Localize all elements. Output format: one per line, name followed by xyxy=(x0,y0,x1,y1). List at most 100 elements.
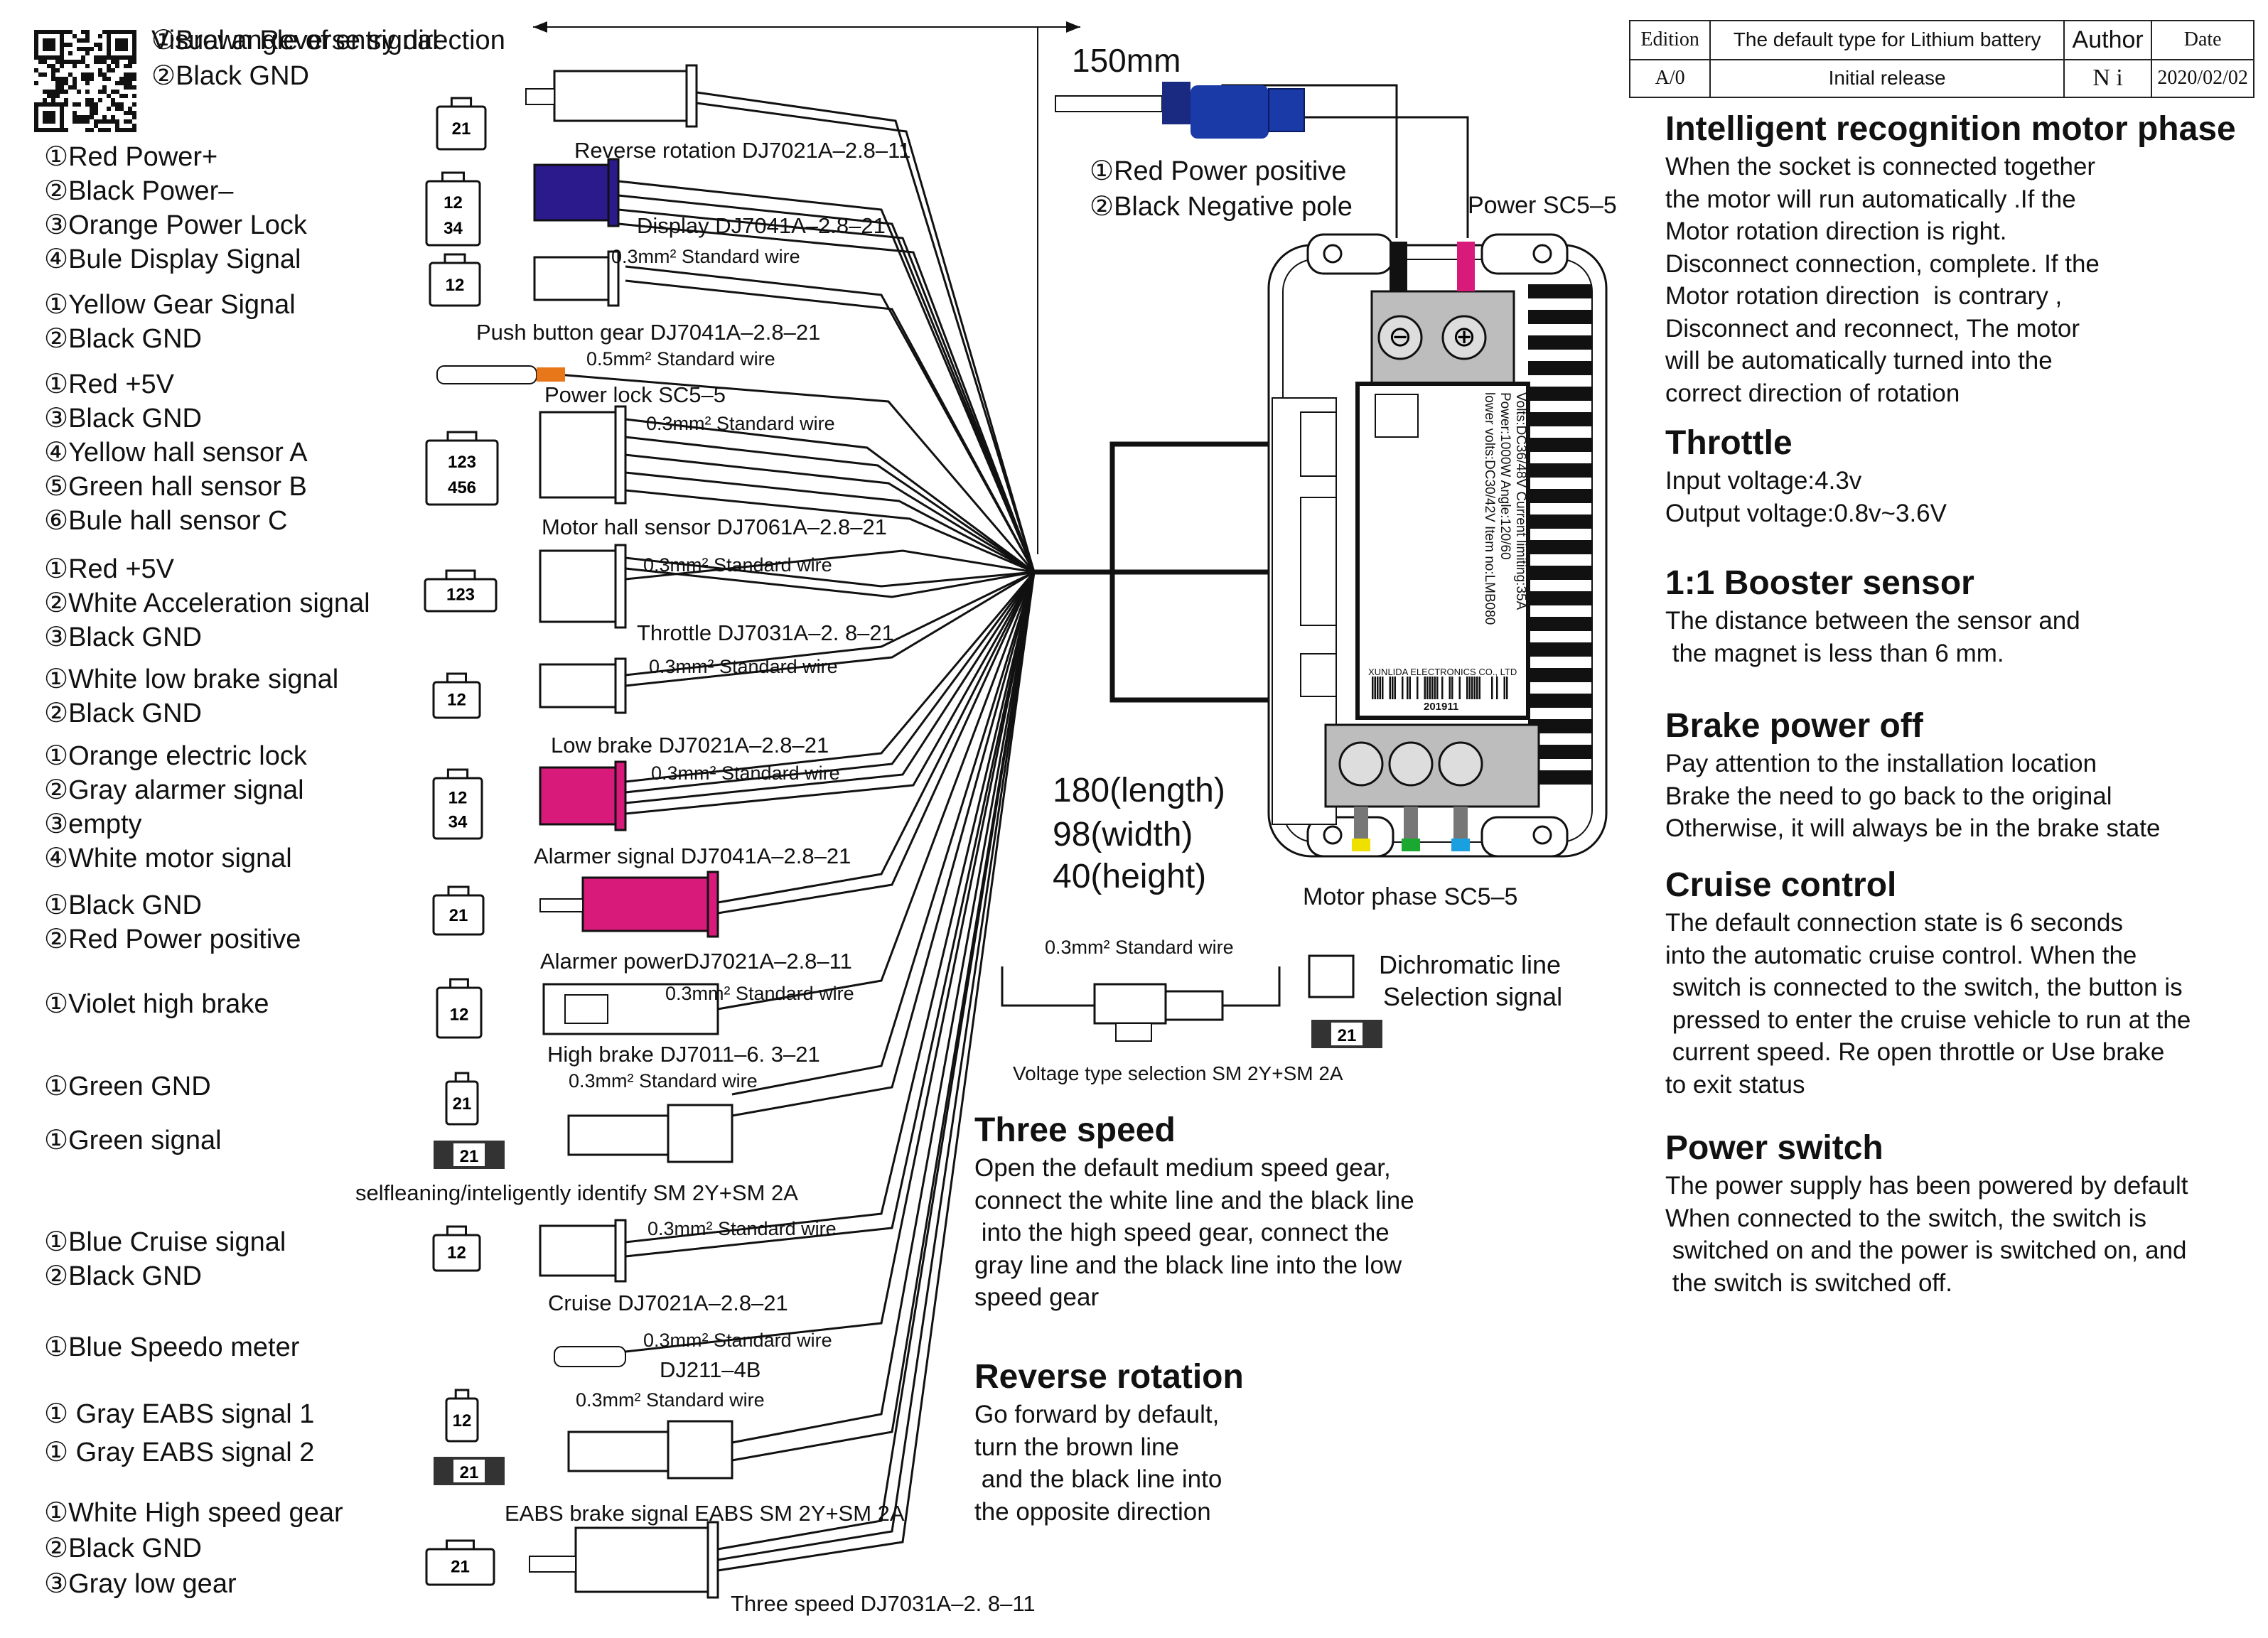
power-connector xyxy=(1055,82,1469,238)
note-line: Open the default medium speed gear, xyxy=(974,1154,1391,1182)
dim-width: 98(width) xyxy=(1053,816,1193,853)
connector-label: Low brake DJ7021A–2.8–21 xyxy=(551,733,829,758)
barcode-bar xyxy=(1372,677,1374,699)
spec-line: Power:1000W Angle:120/60 xyxy=(1498,392,1512,560)
eabs-connector xyxy=(567,1430,670,1472)
note-title: Reverse rotation xyxy=(974,1358,1244,1396)
connector-code: 21 xyxy=(1338,1026,1357,1045)
note-line: When the socket is connected together xyxy=(1665,153,2096,180)
connector-code: 456 xyxy=(448,478,476,497)
connector-housing xyxy=(581,876,719,932)
heat-fin xyxy=(1528,335,1592,350)
note-line: current speed. Re open throttle or Use b… xyxy=(1665,1038,2165,1066)
connector-label: Reverse rotation DJ7021A–2.8–11 xyxy=(574,138,911,163)
connector-label: High brake DJ7011–6. 3–21 xyxy=(547,1042,820,1067)
connector-code: 21 xyxy=(452,119,471,139)
note-line: will be automatically turned into the xyxy=(1665,347,2053,375)
connector-label: Alarmer powerDJ7021A–2.8–11 xyxy=(540,949,852,974)
connector-housing xyxy=(539,1224,627,1277)
connector-code: 123 xyxy=(448,453,476,472)
barcode-bar xyxy=(1389,677,1391,699)
motor-phase-label: Motor phase SC5–5 xyxy=(1303,883,1518,910)
connector-code: 12 xyxy=(450,1006,469,1025)
edition-head: Edition xyxy=(1628,20,1711,60)
barcode-bar xyxy=(1436,677,1439,699)
heat-fin xyxy=(1528,489,1592,503)
pin-label: ②Red Power positive xyxy=(44,925,301,954)
note-line: When connected to the switch, the switch… xyxy=(1665,1204,2146,1232)
power-lock-plug xyxy=(436,365,537,384)
wire-note: 0.3mm² Standard wire xyxy=(643,554,832,576)
pin-label: ①White High speed gear xyxy=(44,1498,343,1528)
barcode-bar xyxy=(1468,677,1471,699)
note-line: Otherwise, it will always be in the brak… xyxy=(1665,814,2161,842)
connector-code: 12 xyxy=(447,691,466,710)
power-lock-sleeve xyxy=(537,367,565,382)
barcode-bar xyxy=(1496,677,1498,699)
sm-connector xyxy=(667,1104,733,1163)
connector-code: 34 xyxy=(448,813,468,832)
wire-note: 0.3mm² Standard wire xyxy=(646,413,835,434)
heat-fin xyxy=(1528,694,1592,708)
note-title: Intelligent recognition motor phase xyxy=(1665,110,2236,148)
note-title: Brake power off xyxy=(1665,707,1923,745)
note-line: Disconnect and reconnect, The motor xyxy=(1665,314,2080,343)
selection-signal-label: Selection signal xyxy=(1383,982,1563,1011)
pin-label: ④White motor signal xyxy=(44,844,292,873)
note-line: turn the brown line xyxy=(974,1433,1179,1461)
wire-note: 0.3mm² Standard wire xyxy=(651,763,840,784)
note-line: the switch is switched off. xyxy=(1665,1268,1952,1297)
dim-height: 40(height) xyxy=(1053,858,1207,895)
wire-note: 0.3mm² Standard wire xyxy=(611,246,800,267)
note-line: switched on and the power is switched on… xyxy=(1665,1236,2187,1264)
barcode-bar xyxy=(1434,677,1436,699)
connector-housing xyxy=(533,163,620,222)
sm-face-icon: 21 xyxy=(434,1141,505,1169)
connector-housing xyxy=(539,549,627,623)
controller-box: ⊖ ⊕ xyxy=(1267,233,1608,858)
note-line: correct direction of rotation xyxy=(1665,379,1960,407)
pin-label: ①Violet high brake xyxy=(44,989,269,1019)
release-value: Initial release xyxy=(1709,58,2065,99)
note-line: Pay attention to the installation locati… xyxy=(1665,750,2097,777)
note-line: to exit status xyxy=(1665,1070,1805,1099)
barcode-bar xyxy=(1503,677,1505,699)
wire-note: 0.5mm² Standard wire xyxy=(586,348,775,370)
connector-label: DJ211–4B xyxy=(660,1357,761,1382)
barcode-bar xyxy=(1476,677,1478,699)
note-line: gray line and the black line into the lo… xyxy=(974,1251,1402,1279)
spec-line: lower volts:DC30/42V Item no:LMB080 xyxy=(1482,392,1497,625)
pin-label: ④Bule Display Signal xyxy=(44,244,301,274)
connector-housing xyxy=(539,411,627,499)
author-head: Author xyxy=(2063,20,2153,60)
connector-label: Alarmer signal DJ7041A–2.8–21 xyxy=(534,844,851,868)
note-line: pressed to enter the cruise vehicle to r… xyxy=(1665,1006,2191,1034)
note-title: 1:1 Booster sensor xyxy=(1665,564,1974,602)
sm-face-icon: 21 xyxy=(1311,1020,1382,1048)
voltage-select-label: Voltage type selection SM 2Y+SM 2A xyxy=(1013,1062,1343,1084)
connector-label: Display DJ7041A–2.8–21 xyxy=(637,213,886,238)
barcode-bar xyxy=(1449,677,1451,699)
note-line: speed gear xyxy=(974,1283,1100,1311)
pin-label: ①Yellow Gear Signal xyxy=(44,290,296,320)
barcode-bar xyxy=(1451,677,1453,699)
note-line: Input voltage:4.3v xyxy=(1665,467,1862,495)
connector-code: 12 xyxy=(446,276,465,295)
connector-housing xyxy=(539,663,627,708)
pin-label: ⑤Green hall sensor B xyxy=(44,472,307,502)
pin-label: ⑥Bule hall sensor C xyxy=(44,506,288,536)
connector-code: 21 xyxy=(449,906,468,925)
dim-length: 180(length) xyxy=(1053,772,1225,809)
note-line: Motor rotation direction is right. xyxy=(1665,217,2007,245)
pin-label: ①Brown Reverse signal xyxy=(151,26,439,55)
note-line: connect the white line and the black lin… xyxy=(974,1186,1414,1214)
connector-code: 21 xyxy=(451,1558,470,1577)
note-line: the magnet is less than 6 mm. xyxy=(1665,639,2004,667)
edition-value: A/0 xyxy=(1628,58,1711,99)
connector-flange xyxy=(706,871,719,938)
connector-pin xyxy=(529,1556,576,1573)
barcode-bar xyxy=(1409,677,1411,699)
